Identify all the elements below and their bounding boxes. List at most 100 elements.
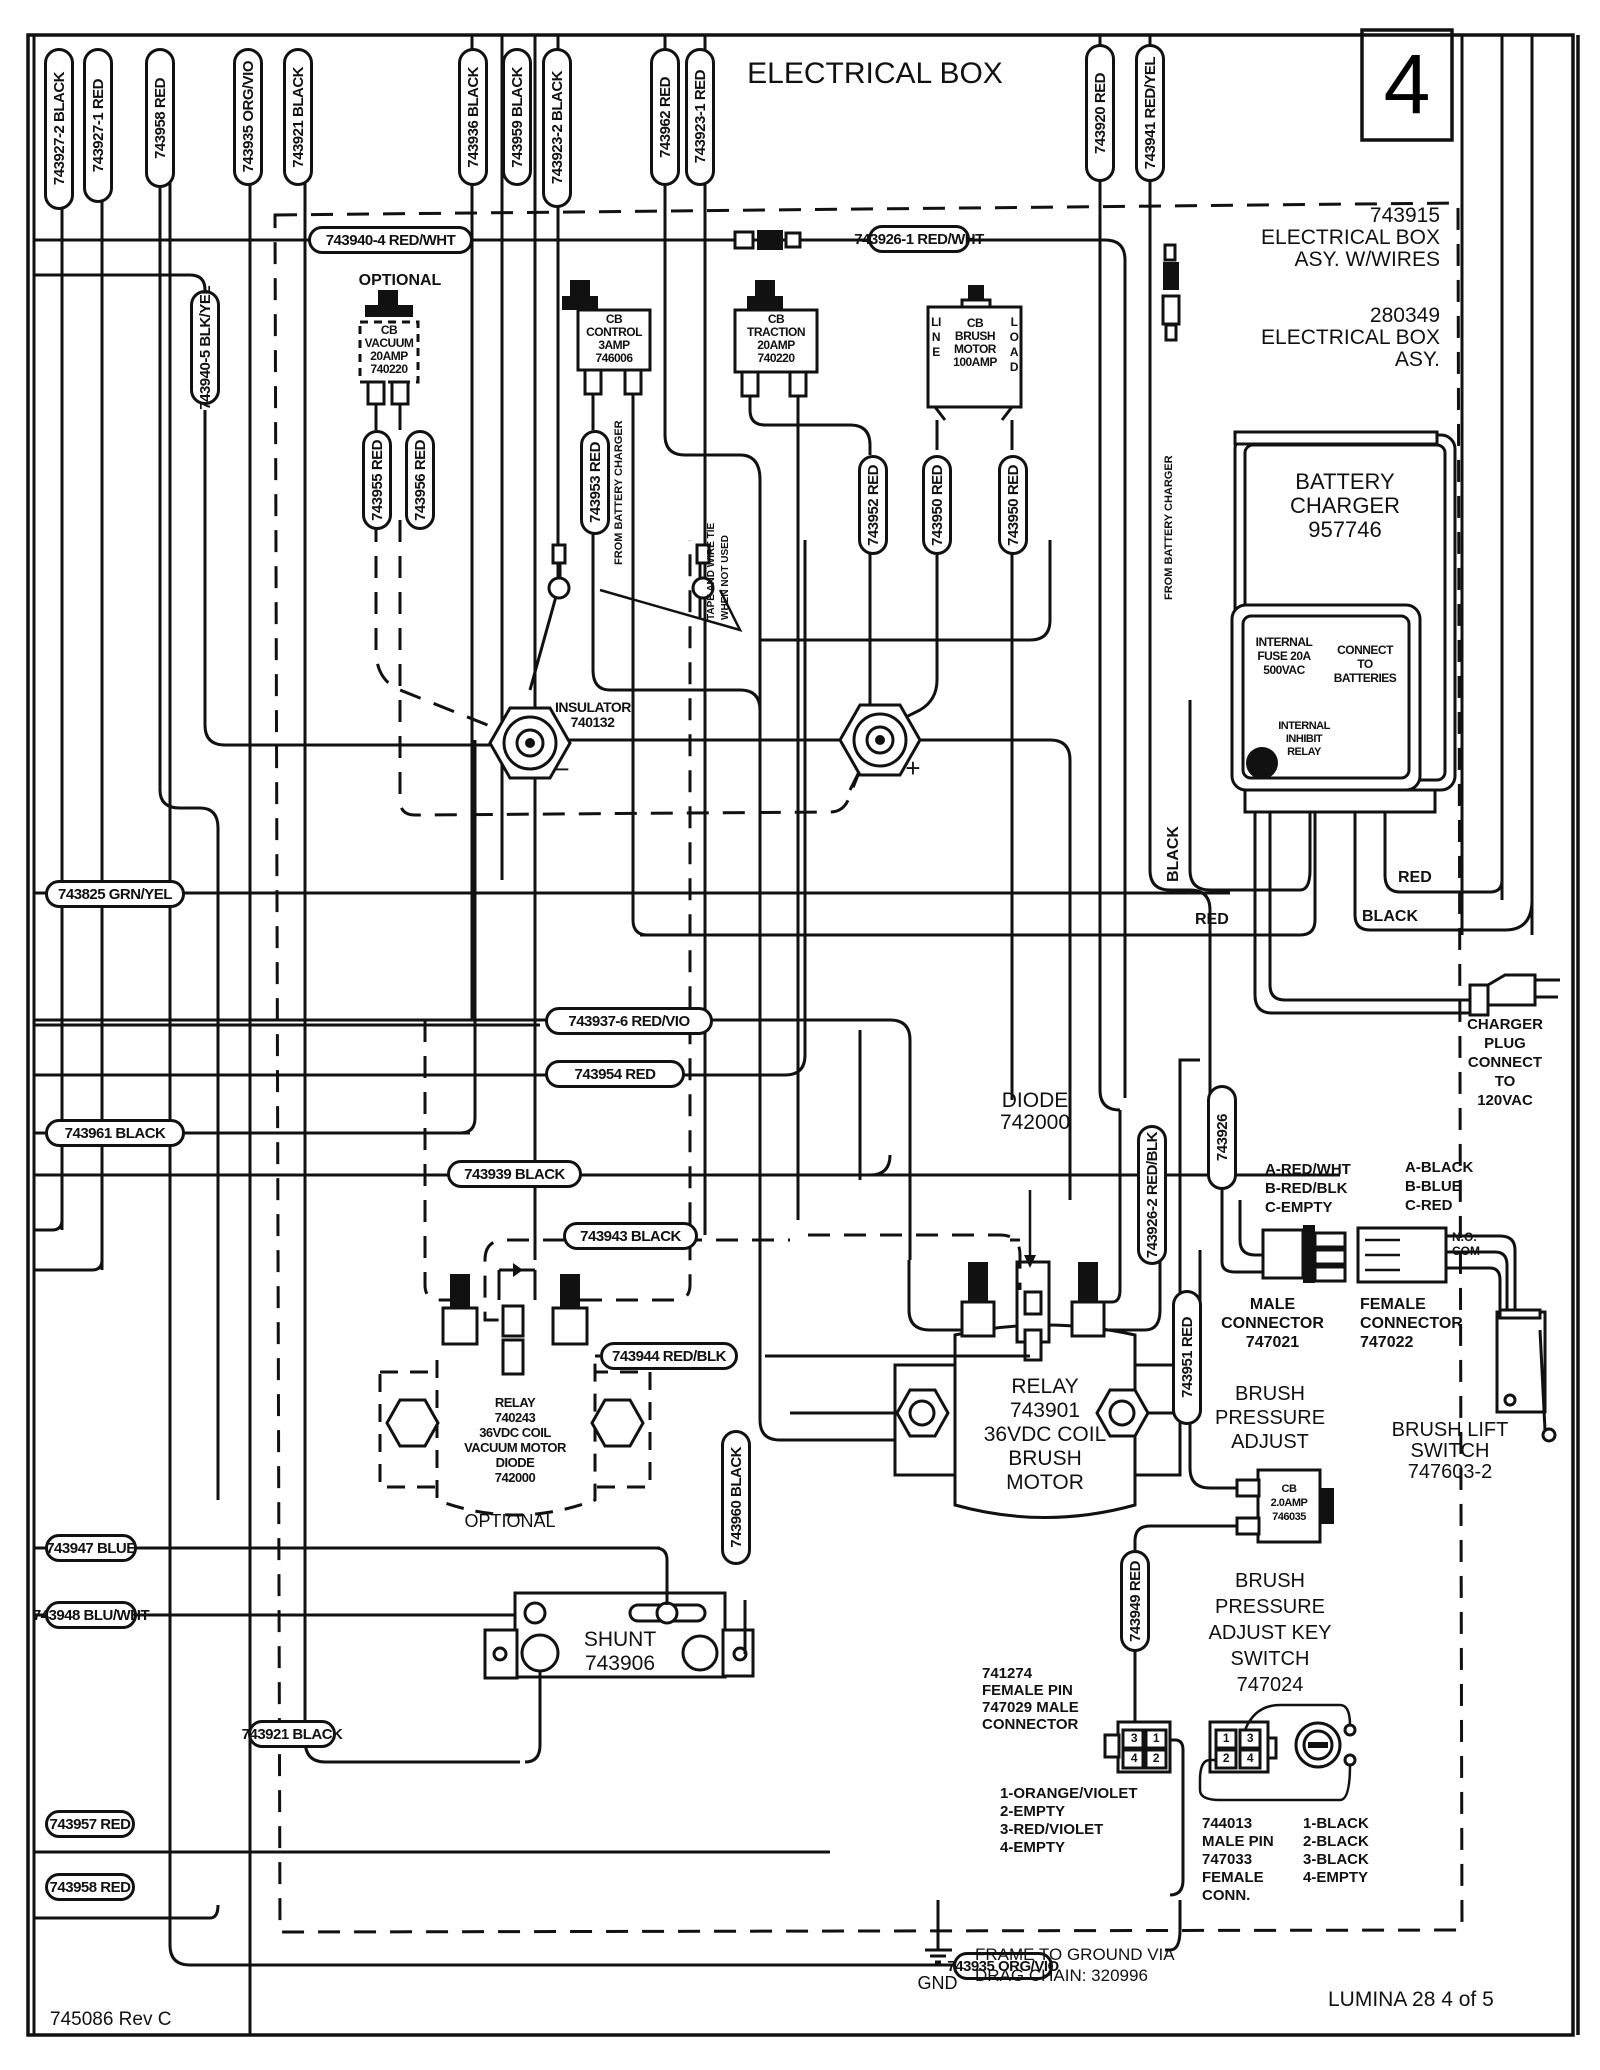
electrical-box-boundary [273,201,1464,1934]
breaker-control [562,280,652,396]
wire-label: 743947 BLUE [45,1534,137,1562]
wire-label: 743921 BLACK [283,48,313,186]
pin-number: 1 [1152,1731,1160,1745]
page-indicator: LUMINA 28 4 of 5 [1328,1988,1494,2011]
breaker-brush-motor [926,285,1023,421]
wire-label: 743923-1 RED [685,48,715,186]
wire [700,812,1317,937]
ring-terminal-icon [691,543,715,600]
wire-label: 743959 BLACK [502,48,532,186]
wire-label: 743948 BLU/WHT [33,1601,150,1629]
vacuum-relay-optional [378,1263,652,1517]
wire [663,35,915,1442]
pin-connector-747029 [1103,1720,1172,1774]
wire [34,273,207,330]
wire-label: 743953 RED [580,430,610,535]
wire [34,1219,64,1232]
wire-label: 743943 BLACK [563,1222,698,1250]
wire [34,1259,104,1272]
wire-label: 743949 RED [1120,1550,1150,1652]
wire-label: 743935 ORG/VIO [947,1952,1059,1980]
insulator-negative [488,706,572,780]
assembly-743915: 743915 ELECTRICAL BOX ASY. W/WIRES [1261,204,1440,271]
wire-label: 743961 BLACK [45,1119,185,1147]
pin-number: 3 [1246,1731,1254,1745]
wire-label: 743962 RED [650,48,680,186]
wire-label: 743941 RED/YEL [1135,44,1165,182]
wire-label: 743958 RED [145,48,175,188]
diode-symbol-icon [513,1263,523,1277]
breaker-traction [733,280,819,398]
wire-label: 743944 RED/BLK [600,1342,738,1370]
wire-label: 743954 RED [545,1060,685,1088]
wire-label: 743926-1 RED/WHT [854,225,984,253]
wire-label: 743940-4 RED/WHT [308,226,473,254]
inhibit-relay-icon [1246,747,1278,779]
wire [760,540,1052,642]
wire [775,238,1127,1098]
wire [203,410,500,747]
wire [525,738,1072,1200]
pin-number: 4 [1246,1751,1254,1765]
charger-wire-red: RED [1195,911,1229,928]
from-battery-charger-note: FROM BATTERY CHARGER [613,420,625,565]
positive-sign: + [905,753,921,783]
wire-label: 743955 RED [362,430,392,530]
cb-brush-pressure [1235,1468,1334,1544]
wire-label: 743927-2 BLACK [44,48,74,210]
pin-number: 2 [1222,1751,1230,1765]
wire-label: 743951 RED [1172,1290,1202,1425]
wire [1253,812,1470,1015]
breaker-vacuum [358,290,420,406]
wire-label: 743920 RED [1085,44,1115,182]
leader-arrow [599,588,743,632]
wire-label: 743937-6 RED/VIO [545,1007,713,1035]
brush-relay [893,1260,1182,1519]
charger-wire-black: BLACK [1362,908,1418,925]
section-number: 4 [1384,37,1431,131]
page-title: ELECTRICAL BOX [747,57,1003,90]
document-revision: 745086 Rev C [50,2009,172,2030]
wire-label: 743935 ORG/VIO [233,48,263,186]
optional-label: OPTIONAL [358,272,442,289]
wire [1268,812,1470,1002]
charger-plug-icon [1468,973,1560,1017]
breaker-line-side: LINE [931,315,941,359]
wire-label: 743927-1 RED [83,48,113,203]
wire-label: 743960 BLACK [721,1430,751,1565]
wire-label: 743940-5 BLK/YEL [190,286,220,409]
wire-label: 743956 RED [405,430,435,530]
wire-label: 743939 BLACK [447,1160,582,1188]
male-connector-747021 [1261,1225,1347,1283]
wire [540,1154,892,1177]
wire-label: 743825 GRN/YEL [45,880,185,908]
wire [1383,812,1504,894]
inline-connector-icon [1161,243,1181,342]
optional-label: OPTIONAL [464,1511,556,1531]
battery-charger [1230,430,1457,814]
tape-tie-note: WHEN NOT USED [720,535,731,620]
wire-label: 743957 RED [45,1810,135,1838]
wire-label: 743950 RED [922,455,952,555]
wire-label: 743926-2 RED/BLK [1137,1125,1167,1265]
tape-tie-note: TAPE AND WIRE TIE [706,522,717,620]
pin-number: 4 [1130,1751,1138,1765]
